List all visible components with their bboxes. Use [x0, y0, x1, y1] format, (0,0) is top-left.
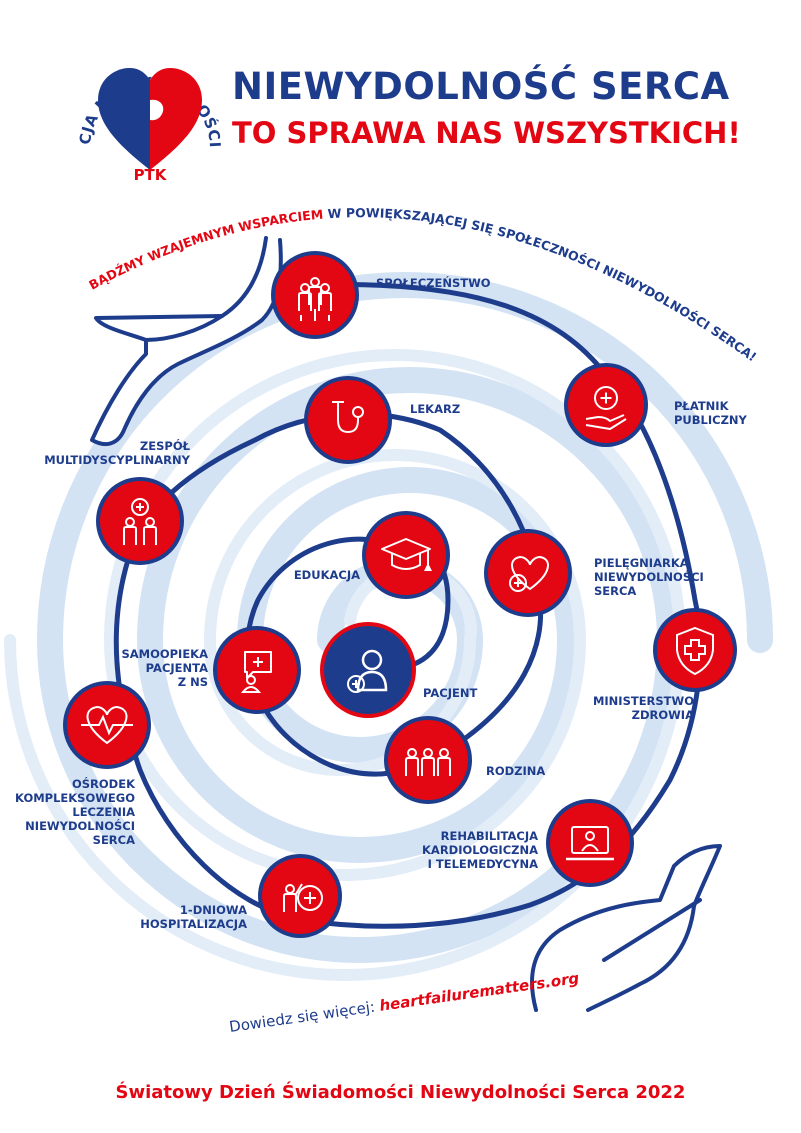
- node-label-line: SAMOOPIEKA: [121, 647, 208, 661]
- heart-plus-icon: [509, 555, 549, 592]
- node-circle: [217, 630, 297, 710]
- node-circle: [568, 367, 644, 443]
- hand-bottom-right-icon: [529, 844, 722, 1012]
- logo: ASOCJACJA NIEWYDOLNOŚCI SERCA PTK: [0, 0, 224, 184]
- node-label-line: PACJENTA: [146, 661, 208, 675]
- heart-pulse-icon: [81, 705, 133, 745]
- node-label: EDUKACJA: [294, 568, 360, 582]
- node-circle: [550, 803, 630, 883]
- node-label-line: PŁATNIK: [674, 399, 730, 413]
- node-label-line: REHABILITACJA: [441, 829, 538, 843]
- family-icon: [405, 748, 451, 776]
- node-label-line: PUBLICZNY: [674, 413, 748, 427]
- self-care-icon: [240, 651, 272, 693]
- node-label-line: OŚRODEK: [72, 776, 136, 791]
- node-label-line: RODZINA: [486, 764, 545, 778]
- team-plus-icon: [123, 498, 157, 545]
- node-label-line: NIEWYDOLNOŚCI: [594, 569, 704, 584]
- node-label-line: SERCA: [594, 584, 636, 598]
- node-label-line: LECZENIA: [72, 805, 135, 819]
- page-subtitle: TO SPRAWA NAS WSZYSTKICH!: [232, 116, 741, 150]
- laptop-doctor-icon: [566, 826, 614, 861]
- node-circle: [324, 626, 412, 714]
- node-circle: [262, 858, 338, 934]
- more-info: Dowiedz się więcej: heartfailurematters.…: [228, 969, 580, 1036]
- node-label-line: HOSPITALIZACJA: [140, 917, 247, 931]
- node-label-line: SPOŁECZEŃSTWO: [376, 275, 491, 290]
- graduation-cap-icon: [381, 538, 432, 571]
- node-label: RODZINA: [486, 764, 545, 778]
- node-label-line: KOMPLEKSOWEGO: [15, 791, 135, 805]
- page-title: NIEWYDOLNOŚĆ SERCA: [232, 65, 730, 108]
- node-label-line: PACJENT: [423, 686, 477, 700]
- node-circle: [657, 612, 733, 688]
- node-label-line: SERCA: [93, 833, 135, 847]
- node-label: PACJENT: [423, 686, 477, 700]
- node-rodzina: RODZINA: [384, 716, 545, 804]
- node-label-line: I TELEMEDYCYNA: [428, 857, 538, 871]
- node-circle: [366, 515, 446, 595]
- node-label-line: LEKARZ: [410, 402, 460, 416]
- node-label-line: EDUKACJA: [294, 568, 360, 582]
- node-label-line: 1-DNIOWA: [180, 903, 247, 917]
- node-lekarz: LEKARZ: [304, 376, 460, 464]
- node-circle: [308, 380, 388, 460]
- node-circle: [488, 533, 568, 613]
- more-info-label: Dowiedz się więcej:: [228, 997, 381, 1036]
- node-label-line: NIEWYDOLNOŚCI: [25, 818, 135, 833]
- shield-cross-icon: [676, 626, 714, 676]
- node-label-line: MULTIDYSCYPLINARNY: [44, 453, 190, 467]
- node-label-line: ZDROWIA: [632, 708, 694, 722]
- hand-top-left-icon: [90, 236, 283, 447]
- society-icon: [298, 277, 332, 321]
- heart-puzzle-icon: [98, 68, 150, 170]
- node-label-line: PIELĘGNIARKA: [594, 556, 689, 570]
- node-pacjent: PACJENT: [320, 622, 477, 718]
- hand-plus-icon: [585, 386, 627, 430]
- node-circle: [100, 481, 180, 561]
- node-label-line: KARDIOLOGICZNA: [422, 843, 538, 857]
- node-circle: [388, 720, 468, 800]
- logo-badge: PTK: [134, 166, 168, 184]
- node-label-line: MINISTERSTWO: [593, 694, 694, 708]
- hospital-person-icon: [283, 883, 323, 912]
- footer-title: Światowy Dzień Świadomości Niewydolności…: [115, 1082, 686, 1103]
- node-label-line: Z NS: [178, 675, 208, 689]
- stethoscope-icon: [332, 401, 364, 434]
- node-circle: [275, 255, 355, 335]
- node-edukacja: EDUKACJA: [294, 511, 450, 599]
- node-label-line: ZESPÓŁ: [140, 438, 191, 453]
- node-label: LEKARZ: [410, 402, 460, 416]
- node-spoleczenstwo: SPOŁECZEŃSTWO: [271, 251, 491, 339]
- node-label: SPOŁECZEŃSTWO: [376, 275, 491, 290]
- patient-icon: [347, 649, 388, 693]
